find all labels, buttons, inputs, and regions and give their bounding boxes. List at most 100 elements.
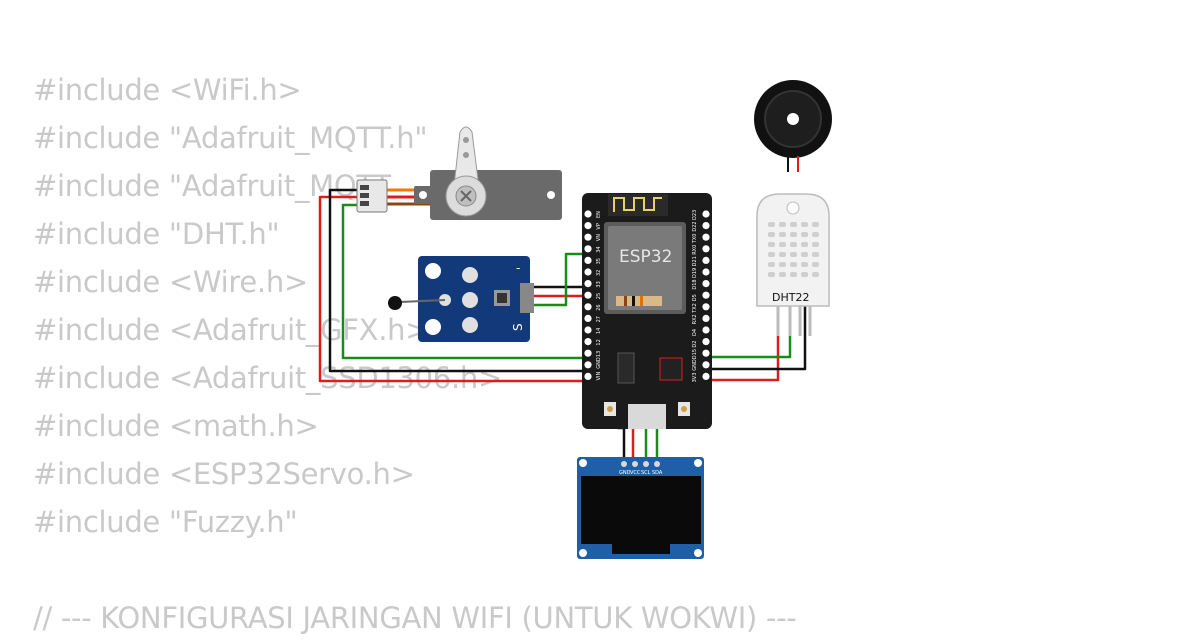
esp32-pin-label: VN: [596, 234, 602, 241]
oled-hole-bl: [579, 549, 587, 557]
esp32-pin[interactable]: [584, 314, 592, 322]
antenna-trace: [613, 197, 662, 212]
esp32-pin[interactable]: [584, 245, 592, 253]
dht-vent-grid: [768, 222, 819, 277]
esp32-pin-label: 14: [596, 328, 602, 334]
esp32-pin[interactable]: [584, 280, 592, 288]
servo-motor[interactable]: [356, 126, 562, 220]
dht-mount-hole: [786, 201, 800, 215]
esp32-pin[interactable]: [584, 210, 592, 218]
esp32-label: ESP32: [619, 247, 672, 267]
esp32-pin-label: D18: [692, 279, 698, 289]
esp32-pin-label: D2: [692, 341, 698, 348]
esp32-pin[interactable]: [584, 222, 592, 230]
dht-label: DHT22: [772, 291, 809, 304]
buzzer[interactable]: [754, 80, 832, 172]
esp32-pin[interactable]: [702, 303, 710, 311]
esp32-pin[interactable]: [584, 361, 592, 369]
dht-vent: [790, 242, 797, 247]
esp32-pin[interactable]: [584, 233, 592, 241]
esp32-pin[interactable]: [584, 291, 592, 299]
esp32-pin-label: TX2: [692, 303, 698, 314]
dht-vent: [790, 262, 797, 267]
voltage-regulator: [617, 352, 635, 384]
oled-hole-br: [694, 549, 702, 557]
esp32-pin[interactable]: [584, 349, 592, 357]
dht-vent: [812, 232, 819, 237]
servo-mount-hole-right: [547, 191, 555, 199]
esp32-module: [608, 226, 682, 310]
esp32-pin[interactable]: [702, 245, 710, 253]
esp32-pin-label: 3V3: [692, 373, 698, 383]
esp32-pin-label: 26: [596, 304, 602, 310]
esp32-pin[interactable]: [702, 361, 710, 369]
esp32-pin[interactable]: [702, 233, 710, 241]
code-line: #include "Fuzzy.h": [33, 505, 298, 539]
esp32-pin[interactable]: [702, 338, 710, 346]
servo-pin-2: [360, 193, 369, 198]
esp32-pin-label: 13: [596, 351, 602, 357]
esp32-pin-label: D4: [692, 329, 698, 336]
boot-button-cap: [607, 406, 613, 412]
esp32-pin-label: 12: [596, 339, 602, 345]
esp32-pin[interactable]: [702, 314, 710, 322]
oled-pin[interactable]: [632, 461, 638, 467]
servo-mount-hole-left: [419, 191, 427, 199]
esp32-pin[interactable]: [584, 326, 592, 334]
esp32-pin[interactable]: [702, 349, 710, 357]
esp32-pin[interactable]: [584, 372, 592, 380]
dht-vent: [779, 222, 786, 227]
esp32-pin[interactable]: [584, 303, 592, 311]
esp32-pin[interactable]: [584, 256, 592, 264]
oled-screen: [581, 476, 701, 544]
esp32-pin-label: EN: [596, 211, 602, 218]
esp32-pin[interactable]: [702, 372, 710, 380]
esp32-pin[interactable]: [702, 326, 710, 334]
esp32-pin-label: RX0: [692, 245, 698, 255]
servo-power-wire: [318, 195, 592, 383]
servo-horn-hole-1: [463, 137, 469, 143]
esp32-pin[interactable]: [584, 338, 592, 346]
ntc-mount-hole-2: [425, 319, 441, 335]
oled-pin[interactable]: [654, 461, 660, 467]
dht-vent: [779, 252, 786, 257]
esp32-pin-label: D15: [692, 349, 698, 359]
dht22-sensor[interactable]: DHT22: [756, 193, 830, 336]
ntc-header: [520, 283, 534, 313]
dht-vent: [812, 222, 819, 227]
esp32-pin-label: GND: [692, 359, 698, 371]
esp32-pin-label: 25: [596, 293, 602, 299]
oled-pin-label: SDA: [652, 470, 663, 476]
ntc-pad-2: [462, 292, 478, 308]
pullup-resistor: [616, 296, 662, 306]
dht-vent: [812, 262, 819, 267]
code-line: #include <Adafruit_GFX.h>: [33, 313, 430, 347]
thermistor-bead: [388, 296, 402, 310]
dht-vent: [768, 252, 775, 257]
dht-vent: [812, 242, 819, 247]
oled-pin-label: VCC: [630, 470, 641, 476]
ntc-resistor-smd-inner: [497, 293, 507, 303]
esp32-pin[interactable]: [702, 268, 710, 276]
esp32-pin[interactable]: [702, 222, 710, 230]
esp32-pin-label: 33: [596, 281, 602, 287]
dht-vent: [768, 262, 775, 267]
thermistor-lead: [399, 299, 446, 303]
esp32-pin[interactable]: [702, 210, 710, 218]
oled-pin[interactable]: [621, 461, 627, 467]
esp32-pin[interactable]: [702, 256, 710, 264]
esp32-pin[interactable]: [702, 291, 710, 299]
code-line: // --- KONFIGURASI JARINGAN WIFI (UNTUK …: [33, 601, 797, 635]
oled-pin[interactable]: [643, 461, 649, 467]
ntc-thermistor-module[interactable]: S -: [388, 256, 534, 342]
dht-vent: [801, 222, 808, 227]
esp32-pin[interactable]: [584, 268, 592, 276]
esp32-pin[interactable]: [702, 280, 710, 288]
buzzer-hole: [787, 113, 799, 125]
oled-pin-label: GND: [619, 470, 631, 476]
dht-vent: [779, 232, 786, 237]
esp32-pin-label: 32: [596, 270, 602, 276]
